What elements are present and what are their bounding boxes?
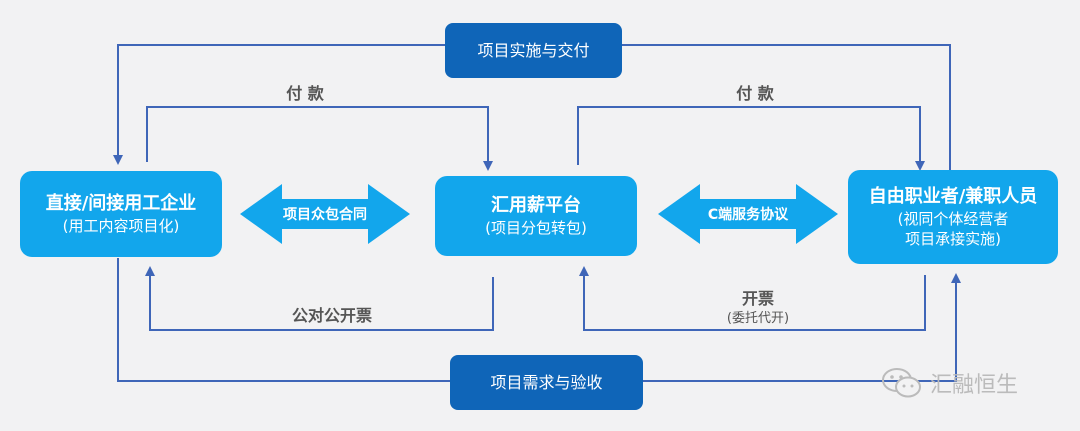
invoice-left-line	[145, 266, 494, 331]
client-title: 直接/间接用工企业	[45, 193, 197, 214]
freelancer-title: 自由职业者/兼职人员	[868, 186, 1038, 207]
watermark: 汇融恒生	[880, 366, 1018, 400]
platform-title: 汇用薪平台	[491, 195, 581, 216]
contract-left-label: 项目众包合同	[283, 207, 367, 223]
wechat-icon	[882, 368, 921, 398]
payment-right-label: 付 款	[736, 84, 774, 103]
delivery-flow-left	[113, 44, 445, 165]
invoice-left-label: 公对公开票	[291, 306, 372, 325]
platform-node: 汇用薪平台 (项目分包转包)	[435, 176, 637, 256]
watermark-text: 汇融恒生	[930, 373, 1019, 398]
contract-arrow-left	[240, 184, 410, 244]
delivery-title: 项目实施与交付	[477, 40, 590, 60]
delivery-flow-right	[622, 44, 951, 170]
contract-right-label: C端服务协议	[707, 207, 789, 223]
demand-node: 项目需求与验收	[450, 355, 643, 410]
payment-left-line	[146, 106, 493, 171]
invoice-right-line	[579, 266, 926, 331]
freelancer-node: 自由职业者/兼职人员 (视同个体经营者 项目承接实施)	[848, 170, 1058, 264]
platform-subtitle: (项目分包转包)	[485, 219, 587, 237]
freelancer-subtitle-line2: 项目承接实施)	[905, 230, 1001, 248]
contract-arrow-right	[658, 184, 838, 244]
delivery-node: 项目实施与交付	[445, 23, 622, 78]
payment-left-label: 付 款	[286, 84, 324, 103]
freelancer-subtitle-line1: (视同个体经营者	[897, 210, 1009, 228]
demand-flow-right	[643, 273, 961, 382]
payment-right-line	[577, 106, 925, 171]
demand-flow-left	[117, 258, 450, 382]
invoice-right-sublabel: (委托代开)	[726, 311, 790, 326]
client-subtitle: (用工内容项目化)	[62, 217, 180, 235]
client-node: 直接/间接用工企业 (用工内容项目化)	[20, 171, 222, 257]
demand-title: 项目需求与验收	[490, 372, 603, 392]
invoice-right-label: 开票	[741, 289, 774, 308]
